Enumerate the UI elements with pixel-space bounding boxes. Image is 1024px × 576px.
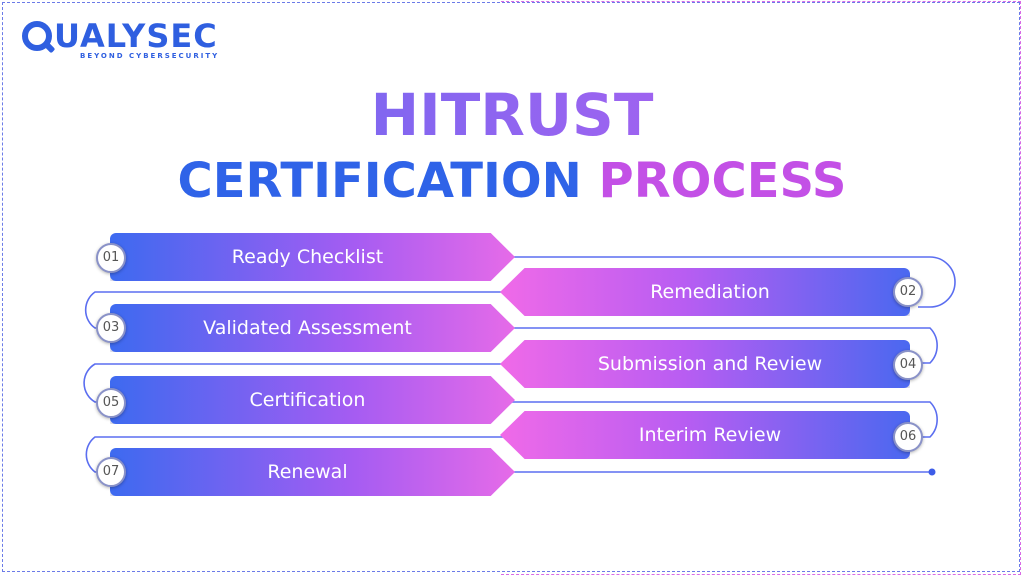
qualysec-logo[interactable]: UALYSEC BEYOND CYBERSECURITY: [22, 18, 219, 60]
step-number-badge: 05: [96, 388, 126, 418]
logo-name: UALYSEC: [54, 17, 218, 55]
connector-end-dot: [928, 468, 936, 476]
step-number-badge: 04: [893, 350, 923, 380]
step-label: Renewal: [267, 461, 348, 483]
step-label: Certification: [249, 389, 366, 411]
connector-6-7: [85, 436, 510, 473]
connector-1-2: [496, 256, 956, 308]
step-number-badge: 03: [96, 313, 126, 343]
step-07: Renewal: [110, 448, 515, 496]
step-label: Submission and Review: [597, 353, 823, 375]
step-arrow-shape: [110, 304, 515, 352]
step-06: Interim Review: [500, 411, 910, 459]
connector-5-6: [496, 401, 938, 438]
step-label: Validated Assessment: [203, 317, 412, 339]
connector-2-3: [84, 291, 510, 329]
step-label: Ready Checklist: [231, 246, 384, 268]
step-arrow-shape: [500, 411, 910, 459]
step-number-badge: 06: [893, 422, 923, 452]
step-arrow-shape: [110, 376, 515, 424]
logo-tagline: BEYOND CYBERSECURITY: [80, 52, 220, 60]
step-label: Interim Review: [638, 424, 782, 446]
step-05: Certification: [110, 376, 515, 424]
logo-q-icon: [22, 21, 52, 51]
step-02: Remediation: [500, 268, 910, 316]
step-04: Submission and Review: [500, 340, 910, 388]
step-number-badge: 07: [96, 457, 126, 487]
title-process: PROCESS: [598, 153, 847, 209]
step-number-badge: 02: [893, 277, 923, 307]
step-label: Remediation: [650, 281, 770, 303]
connector-3-4: [496, 327, 938, 364]
logo-wordmark: UALYSEC: [22, 18, 219, 54]
step-arrow-shape: [110, 448, 515, 496]
step-03: Validated Assessment: [110, 304, 515, 352]
step-arrow-shape: [500, 340, 910, 388]
title-line-2: CERTIFICATION PROCESS: [0, 150, 1024, 212]
step-number-badge: 01: [96, 243, 126, 273]
title-certification: CERTIFICATION: [177, 153, 582, 209]
connector-4-5: [83, 363, 510, 403]
step-arrow-shape: [110, 233, 515, 281]
step-arrow-shape: [500, 268, 910, 316]
title-line-1: HITRUST: [0, 80, 1024, 150]
step-01: Ready Checklist: [110, 233, 515, 281]
